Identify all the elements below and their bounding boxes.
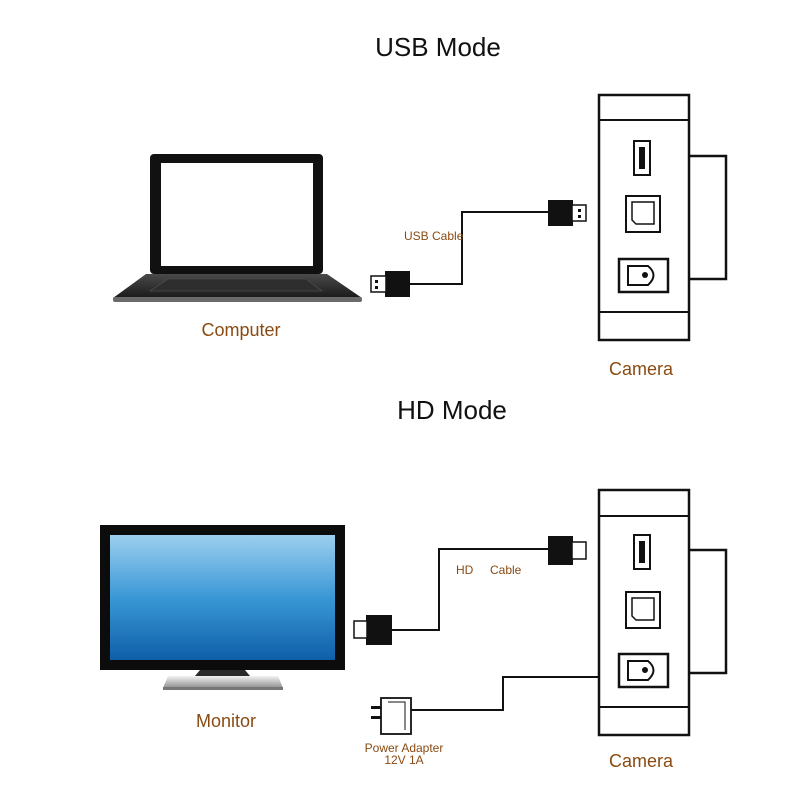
hd-plug-monitor-end: [366, 615, 392, 645]
hd-cable-label-cable: Cable: [490, 563, 522, 577]
monitor-icon: [100, 525, 345, 690]
usb-b-port: [625, 195, 661, 233]
usb-mode-title: USB Mode: [375, 32, 501, 62]
power-port: [617, 257, 670, 294]
hd-cable-label-hd: HD: [456, 563, 474, 577]
hdmi-port: [633, 534, 651, 570]
power-adapter-label-line2: 12V 1A: [384, 753, 424, 767]
usb-plug-camera-end: [548, 200, 573, 226]
power-adapter-label: Power Adapter 12V 1A: [356, 742, 452, 766]
hdmi-port: [633, 140, 651, 176]
hd-cable: [353, 536, 587, 645]
usb-cable: [370, 200, 587, 297]
camera-label-hd: Camera: [608, 751, 674, 771]
usb-plug-computer-end: [385, 271, 410, 297]
power-adapter-label-line1: Power Adapter: [364, 741, 444, 755]
camera-hd-icon: [597, 488, 728, 737]
camera-label-usb: Camera: [608, 359, 674, 379]
monitor-label: Monitor: [195, 711, 257, 731]
hd-mode-title: HD Mode: [397, 395, 507, 425]
usb-b-port: [625, 591, 661, 629]
hd-plug-camera-end: [548, 536, 573, 565]
usb-cable-label: USB Cable: [404, 229, 464, 243]
camera-usb-icon: [597, 93, 728, 342]
computer-label: Computer: [201, 320, 281, 340]
power-port: [617, 652, 670, 689]
laptop-icon: [113, 154, 362, 302]
power-adapter-icon: [371, 676, 620, 735]
